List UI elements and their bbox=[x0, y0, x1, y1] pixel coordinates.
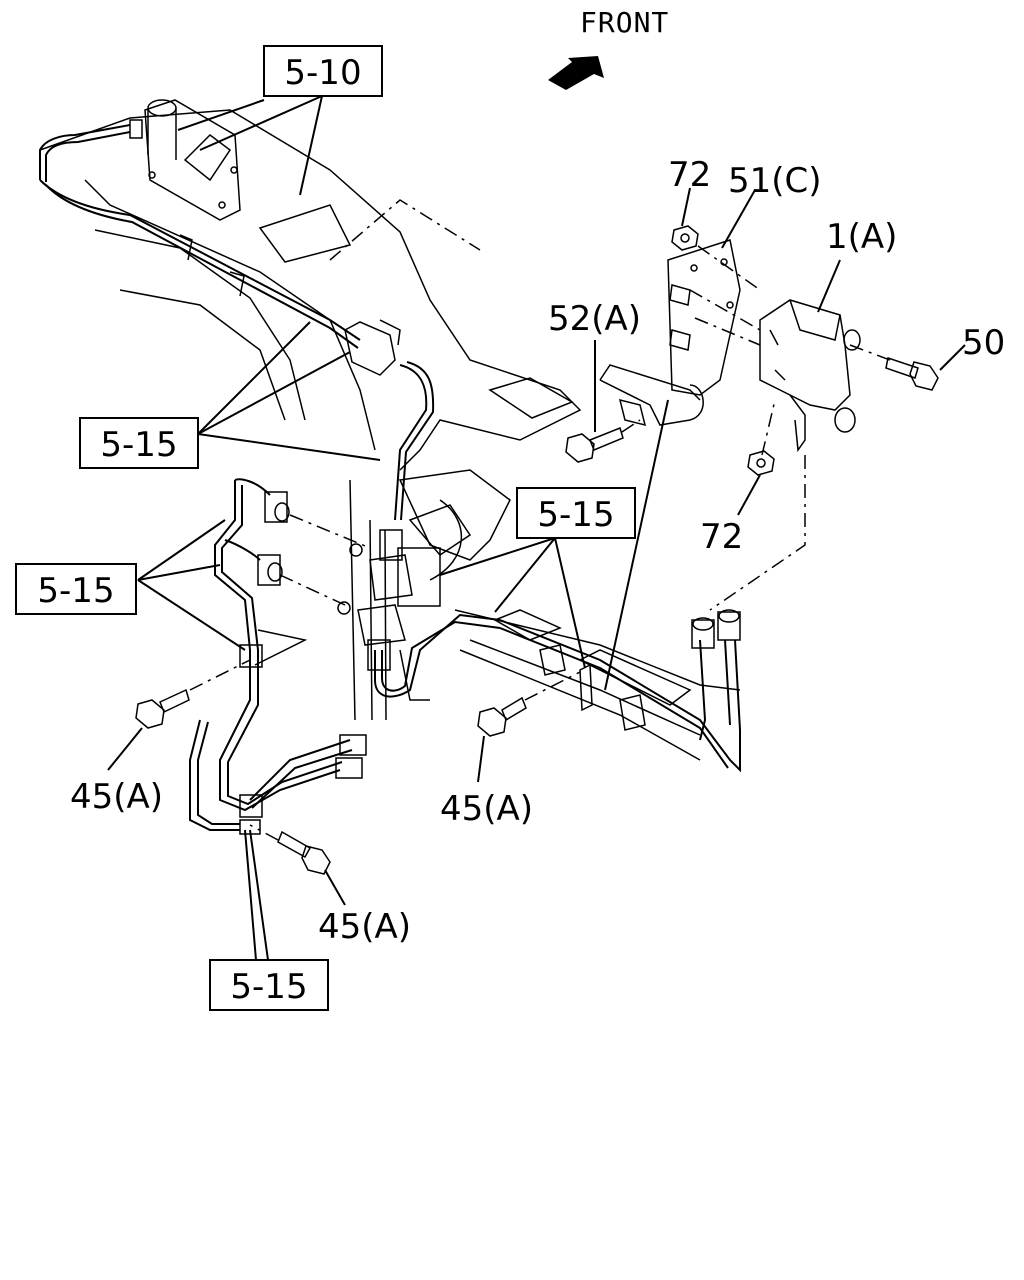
part-72-bottom: 72 bbox=[700, 517, 743, 557]
upper-brake-pipe bbox=[39, 99, 401, 376]
nut-72-bottom-icon bbox=[747, 450, 775, 476]
vertical-brake-pipe bbox=[394, 361, 435, 521]
bolt-45a-left-icon bbox=[135, 688, 190, 729]
nut-72-top-icon bbox=[671, 225, 699, 251]
part-72-top: 72 bbox=[668, 155, 711, 195]
ref-box-5-15-b: 5-15 bbox=[516, 487, 636, 539]
pipe-52a bbox=[599, 364, 704, 427]
bolt-50-icon bbox=[885, 357, 939, 391]
bolt-52a-icon bbox=[565, 426, 624, 463]
ref-5-15-c-label: 5-15 bbox=[37, 571, 114, 611]
part-51c: 51(C) bbox=[728, 161, 822, 201]
dash-leaders bbox=[189, 199, 891, 841]
ref-box-5-15-d: 5-15 bbox=[209, 959, 329, 1011]
bolt-45a-mid-icon bbox=[477, 696, 527, 737]
part-45a-mid: 45(A) bbox=[440, 789, 533, 829]
lower-left-brake-pipes bbox=[189, 478, 501, 835]
front-label: FRONT bbox=[580, 6, 669, 39]
brake-tee-fitting bbox=[337, 529, 441, 671]
ref-box-5-15-c: 5-15 bbox=[15, 563, 137, 615]
ref-5-15-d-label: 5-15 bbox=[230, 967, 307, 1007]
leader-lines bbox=[107, 95, 966, 961]
ref-box-5-15-a: 5-15 bbox=[79, 417, 199, 469]
part-45a-bottom: 45(A) bbox=[318, 907, 411, 947]
ref-5-10-label: 5-10 bbox=[284, 53, 361, 93]
ref-5-15-a-label: 5-15 bbox=[100, 425, 177, 465]
ref-box-5-10: 5-10 bbox=[263, 45, 383, 97]
lower-right-brake-pipe bbox=[499, 609, 741, 773]
ref-5-15-b-label: 5-15 bbox=[537, 495, 614, 535]
part-50: 50 bbox=[962, 323, 1005, 363]
frame-outline bbox=[39, 109, 741, 761]
valve-1a bbox=[759, 299, 861, 453]
bolt-45a-bottom-icon bbox=[277, 830, 331, 875]
bracket-51c bbox=[667, 239, 741, 396]
front-arrow-icon bbox=[548, 56, 604, 90]
part-52a: 52(A) bbox=[548, 299, 641, 339]
part-45a-left: 45(A) bbox=[70, 777, 163, 817]
part-1a: 1(A) bbox=[826, 217, 897, 257]
